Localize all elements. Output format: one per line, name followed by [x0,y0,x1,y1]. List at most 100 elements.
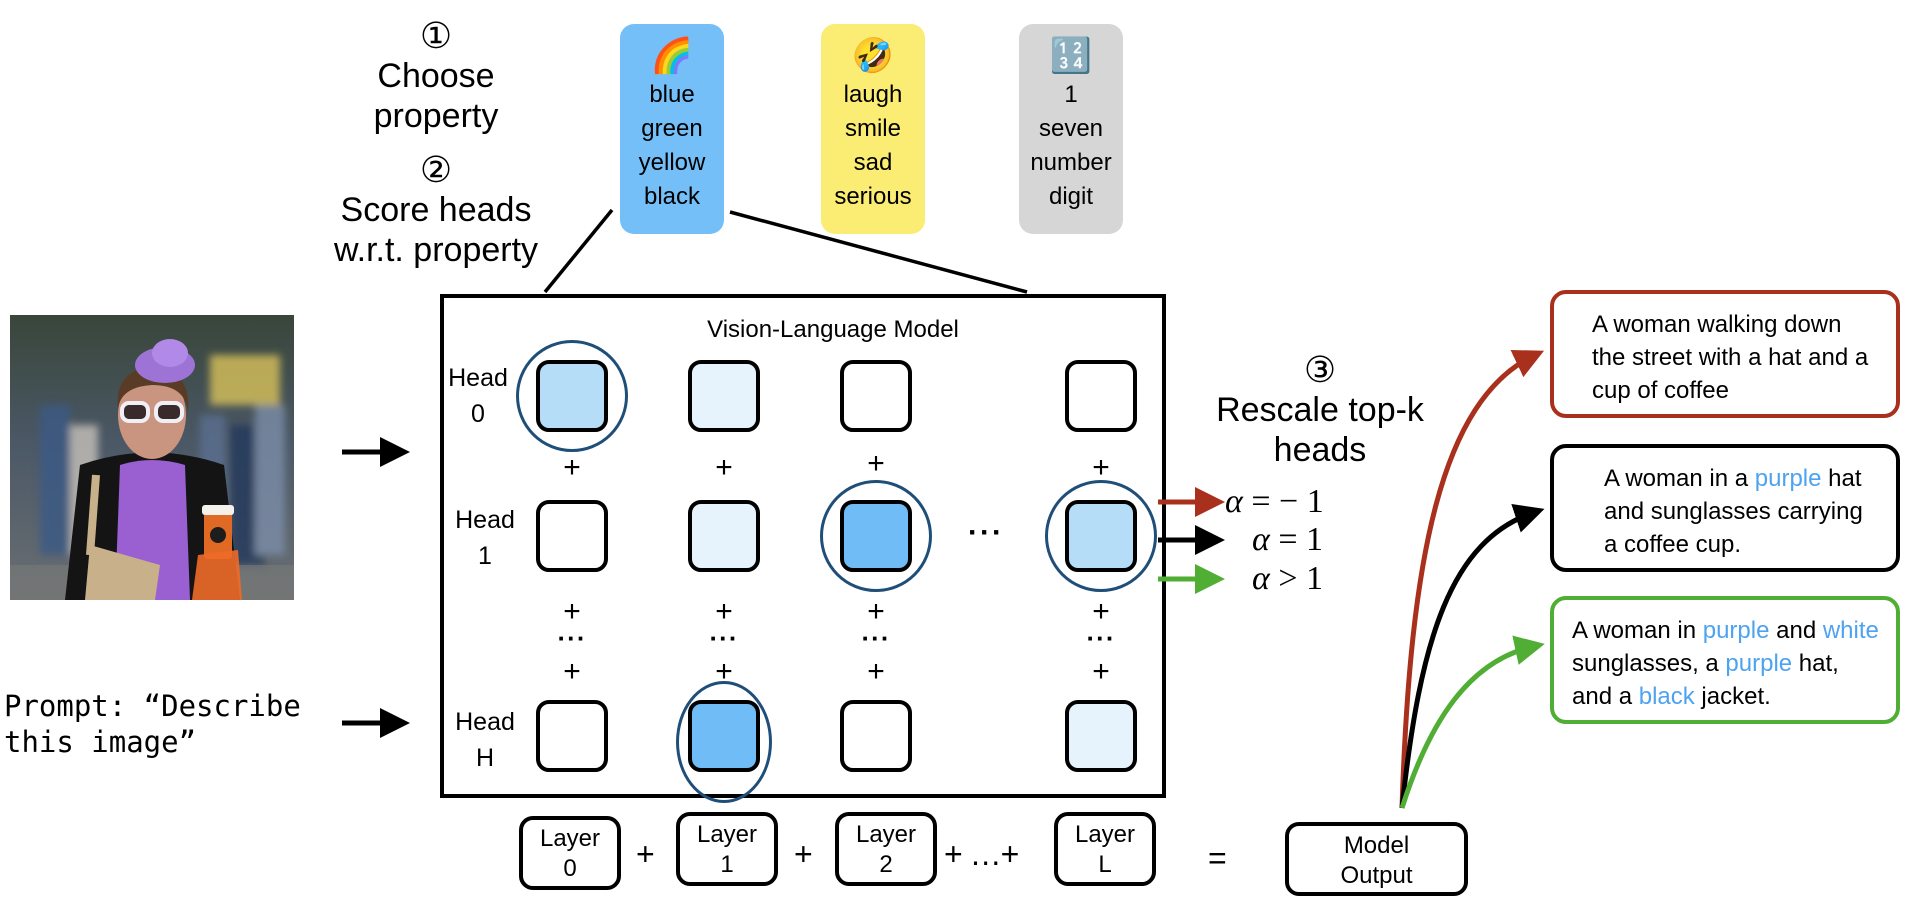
highlighted-word: purple [1754,465,1822,492]
step-2-line2: w.r.t. property [333,231,539,269]
prompt-line-2: this image” [4,725,197,759]
property-word: digit [1048,183,1094,210]
head-h-label: Head H [450,704,520,776]
input-image [10,315,294,600]
layer-plus-ellipsis: + …+ [944,836,1019,872]
caption-text: A woman in a [1604,465,1755,492]
property-word: 1 [1064,81,1078,108]
layer-plus-1: + [794,836,813,872]
step-1-line2: property [373,97,499,135]
head-r0-c1[interactable] [688,360,760,432]
laughing-face-icon: 🤣 [851,37,895,75]
head-r0-c3[interactable] [1065,360,1137,432]
selected-head-ring [1045,480,1157,592]
property-word: sad [853,149,893,176]
alpha-relation: = − 1 [1242,483,1324,520]
selected-head-ring [676,681,772,803]
highlighted-word: purple [1702,617,1770,644]
alpha-symbol: α [1252,521,1270,558]
output-arrow-green [1399,635,1545,809]
head-plus-sign: + [715,451,733,484]
step-1-label: ① Choose property [306,16,566,136]
head-plus-sign: + [563,655,581,688]
layer-index: 2 [879,851,893,878]
layer-index: L [1098,851,1112,878]
prompt-line-1: Prompt: “Describe [4,689,301,723]
model-output-line1: Model [1343,832,1410,859]
step-3-line2: heads [1273,431,1367,469]
layer-label: Layer [696,821,758,848]
output-caption-0: A woman walking down the street with a h… [1550,290,1900,418]
head-r2-c0[interactable] [536,700,608,772]
head-plus-sign: + [867,595,885,628]
head-r2-c2[interactable] [840,700,912,772]
property-word: serious [834,183,912,210]
highlighted-word: white [1822,617,1879,644]
callout-line-right [729,210,1028,294]
step-3-number: ③ [1303,349,1337,390]
vision-language-model-box: Vision-Language Model [440,294,1166,798]
input-numbers-icon: 🔢 [1049,37,1093,75]
output-caption-1: A woman in a purple hat and sunglasses c… [1550,444,1900,572]
property-card-2[interactable]: 🔢 1 seven number digit [1019,24,1123,234]
property-word: seven [1038,115,1104,142]
head-plus-sign: + [1092,655,1110,688]
property-word: black [643,183,701,210]
layer-box-1[interactable]: Layer 1 [676,812,778,886]
head-ellipsis: ··· [1086,623,1116,653]
property-word: laugh [843,81,903,108]
head-plus-sign: + [563,451,581,484]
property-word: number [1030,149,1112,176]
property-word: smile [844,115,901,142]
head-h-label-line2: H [475,744,495,772]
property-word: yellow [638,149,706,176]
step-2-label: ② Score heads w.r.t. property [306,150,566,270]
head-1-label-line1: Head [455,506,515,534]
layer-label: Layer [1074,821,1136,848]
head-h-label-line1: Head [455,708,515,736]
step-1-number: ① [419,15,453,56]
head-r0-c2[interactable] [840,360,912,432]
equals-sign: = [1208,840,1227,876]
head-plus-sign: + [1092,451,1110,484]
head-plus-sign: + [867,447,885,480]
output-caption-2: A woman in purple and white sunglasses, … [1550,596,1900,724]
property-card-1[interactable]: 🤣 laugh smile sad serious [821,24,925,234]
callout-line-left [543,208,614,294]
head-0-label-line1: Head [448,364,508,392]
head-plus-sign: + [1092,595,1110,628]
property-word: blue [649,81,695,108]
head-ellipsis: ··· [709,623,739,653]
head-ellipsis: ··· [557,623,587,653]
layer-box-2[interactable]: Layer 2 [835,812,937,886]
column-ellipsis: ··· [968,516,1004,549]
selected-head-ring [820,480,932,592]
head-0-label-line2: 0 [471,400,485,428]
head-plus-sign: + [867,655,885,688]
head-0-label: Head 0 [443,360,513,432]
head-r1-c0[interactable] [536,500,608,572]
alpha-symbol: α [1225,483,1243,520]
head-1-label-line2: 1 [478,542,492,570]
property-word: green [641,115,703,142]
head-r2-c3[interactable] [1065,700,1137,772]
layer-label: Layer [855,821,917,848]
caption-text: hat, and a [1572,650,1839,710]
head-plus-sign: + [715,655,733,688]
head-r1-c1[interactable] [688,500,760,572]
alpha-label-0: α = − 1 [1225,484,1324,520]
caption-text: A woman walking down the street with a h… [1592,311,1869,404]
caption-text: A woman in [1572,617,1703,644]
head-ellipsis: ··· [861,623,891,653]
layer-index: 1 [720,851,734,878]
head-plus-sign: + [563,595,581,628]
head-1-label: Head 1 [450,502,520,574]
model-output-line2: Output [1340,862,1413,889]
step-2-number: ② [419,149,453,190]
selected-head-ring [516,340,628,452]
alpha-symbol: α [1252,560,1270,597]
